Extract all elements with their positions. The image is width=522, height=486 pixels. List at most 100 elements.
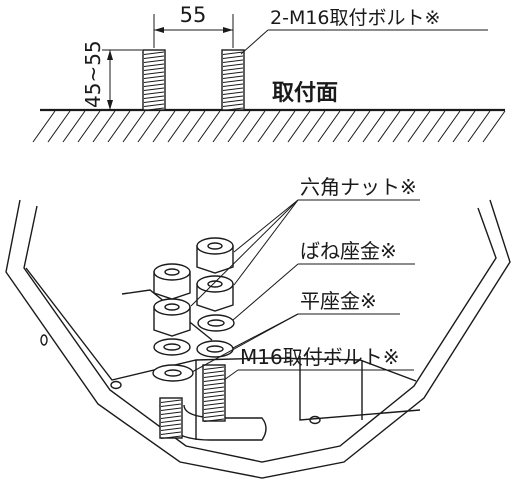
bolts-callout: 2-M16取付ボルト※ [240, 7, 488, 55]
line-mark [152, 110, 176, 143]
line-mark [222, 91, 244, 95]
line-mark [160, 435, 182, 439]
line-mark [107, 110, 131, 143]
line-mark [222, 95, 244, 99]
line-mark [332, 110, 356, 143]
bolt-left [142, 49, 166, 111]
line-mark [182, 110, 206, 143]
spring-washer-left [153, 338, 191, 356]
line-mark [203, 410, 225, 414]
line-mark [143, 71, 165, 75]
flat-washer-left [152, 364, 194, 382]
surface-label: 取付面 [272, 81, 338, 106]
line-mark [203, 378, 225, 382]
line-mark [203, 418, 225, 422]
line-mark [143, 63, 165, 67]
line-mark [467, 110, 491, 143]
spring-washer-label: ばね座金※ [300, 239, 397, 263]
line-mark [482, 110, 506, 143]
bolt-right [221, 49, 245, 111]
bracket [5, 199, 511, 479]
line-mark [203, 402, 225, 406]
line-mark [160, 419, 182, 423]
bolts-label: 2-M16取付ボルト※ [270, 7, 440, 29]
line-mark [143, 107, 165, 111]
line-mark [203, 382, 225, 386]
spacing-dimension: 55 [153, 3, 234, 48]
line-mark [203, 398, 225, 402]
line-mark [437, 110, 461, 143]
line-mark [317, 110, 341, 143]
height-label: 45~55 [81, 40, 105, 108]
line-mark [143, 51, 165, 55]
line-mark [362, 110, 386, 143]
spring-washer-callout: ばね座金※ [232, 239, 415, 321]
line-mark [143, 59, 165, 63]
line-mark [222, 67, 244, 71]
line-mark [203, 390, 225, 394]
line-mark [203, 414, 225, 418]
line-mark [77, 110, 101, 143]
line-mark [222, 103, 244, 107]
line-mark [203, 406, 225, 410]
flat-washer-callout: 平座金※ [191, 289, 400, 373]
line-mark [47, 110, 71, 143]
flat-washer-label: 平座金※ [300, 289, 377, 313]
line-mark [212, 110, 236, 143]
line-mark [222, 83, 244, 87]
line-mark [160, 415, 182, 419]
side-hole [40, 334, 48, 346]
line-mark [143, 87, 165, 91]
line-mark [160, 403, 182, 407]
line-mark [257, 110, 281, 143]
line-mark [422, 110, 446, 143]
line-mark [160, 431, 182, 435]
top-view: 55 45~55 2-M16取付ボルト※ 取付面 [32, 3, 506, 143]
mount-hole-left [110, 380, 122, 390]
line-mark [452, 110, 476, 143]
line-mark [222, 107, 244, 111]
line-mark [377, 110, 401, 143]
line-mark [143, 95, 165, 99]
left-stack [152, 263, 194, 382]
line-mark [203, 366, 225, 370]
line-mark [160, 399, 182, 403]
mounting-surface-hatch [32, 108, 506, 143]
line-mark [222, 79, 244, 83]
line-mark [62, 110, 86, 143]
line-mark [222, 75, 244, 79]
line-mark [407, 110, 431, 143]
spacing-label: 55 [180, 3, 207, 27]
line-mark [143, 83, 165, 87]
line-mark [203, 370, 225, 374]
line-mark [392, 110, 416, 143]
line-mark [197, 110, 221, 143]
line-mark [143, 91, 165, 95]
mount-hole-right [309, 415, 321, 425]
bolt-label: M16取付ボルト※ [240, 345, 399, 369]
hex-nut-callout: 六角ナット※ [190, 175, 420, 307]
line-mark [272, 110, 296, 143]
line-mark [160, 427, 182, 431]
line-mark [222, 87, 244, 91]
line-mark [143, 75, 165, 79]
line-mark [242, 110, 266, 143]
line-mark [222, 63, 244, 67]
flat-washer-right [196, 340, 234, 358]
line-mark [203, 394, 225, 398]
line-mark [227, 110, 251, 143]
line-mark [302, 110, 326, 143]
line-mark [347, 110, 371, 143]
line-mark [92, 110, 116, 143]
assembly-bolt-right [202, 364, 226, 422]
line-mark [287, 110, 311, 143]
hex-nut-label: 六角ナット※ [300, 175, 417, 199]
line-mark [143, 79, 165, 83]
line-mark [137, 110, 161, 143]
spring-washer-right [197, 314, 235, 332]
line-mark [122, 110, 146, 143]
line-mark [167, 110, 191, 143]
line-mark [222, 55, 244, 59]
line-mark [222, 71, 244, 75]
